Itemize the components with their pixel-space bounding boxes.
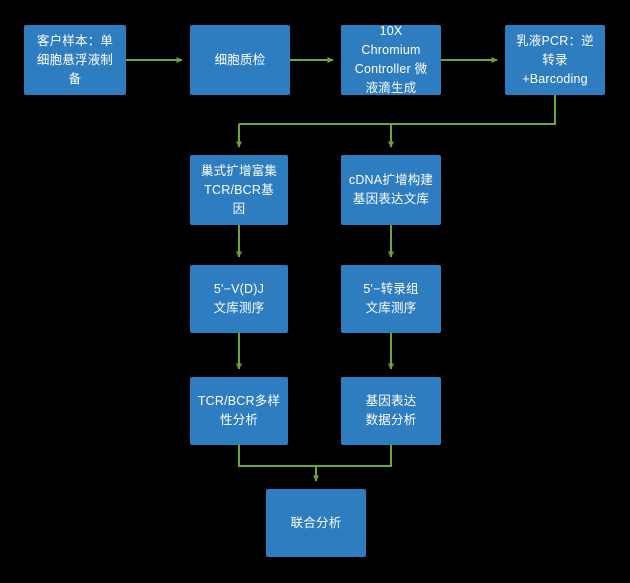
node-joint-analysis[interactable]: 联合分析: [266, 489, 366, 557]
node-tcr-bcr-diversity-analysis[interactable]: TCR/BCR多样 性分析: [190, 377, 288, 445]
node-gene-expression-data-analysis[interactable]: 基因表达 数据分析: [341, 377, 441, 445]
edge-expression-merge: [316, 445, 392, 467]
node-transcriptome-library-sequencing[interactable]: 5'−转录组 文库测序: [341, 265, 441, 333]
node-label: 5'−转录组 文库测序: [363, 282, 419, 315]
node-label: 细胞质检: [214, 52, 266, 67]
node-label: TCR/BCR多样 性分析: [197, 394, 281, 427]
node-label: cDNA扩增构建 基因表达文库: [348, 173, 434, 206]
node-nested-amplification-tcr-bcr[interactable]: 巢式扩增富集 TCR/BCR基 因: [190, 155, 288, 225]
edge-diversity-merge: [238, 445, 316, 467]
edge-pcr-split-bus: [239, 95, 556, 125]
node-chromium-controller[interactable]: 10X Chromium Controller 微 液滴生成: [341, 24, 441, 95]
node-label: 联合分析: [290, 515, 342, 530]
node-label: 基因表达 数据分析: [365, 394, 417, 427]
node-label: 5'−V(D)J 文库测序: [213, 282, 265, 315]
node-cdna-expression-library[interactable]: cDNA扩增构建 基因表达文库: [341, 155, 441, 225]
node-label: 巢式扩增富集 TCR/BCR基 因: [200, 163, 278, 216]
node-label: 乳液PCR：逆 转录 +Barcoding: [516, 33, 594, 86]
node-label: 10X Chromium Controller 微 液滴生成: [354, 24, 428, 95]
node-label: 客户样本：单 细胞悬浮液制 备: [36, 33, 114, 86]
node-vdj-library-sequencing[interactable]: 5'−V(D)J 文库测序: [190, 265, 288, 333]
node-emulsion-pcr-barcoding[interactable]: 乳液PCR：逆 转录 +Barcoding: [505, 25, 605, 95]
node-customer-sample[interactable]: 客户样本：单 细胞悬浮液制 备: [24, 25, 126, 95]
node-cell-qc[interactable]: 细胞质检: [190, 25, 290, 95]
